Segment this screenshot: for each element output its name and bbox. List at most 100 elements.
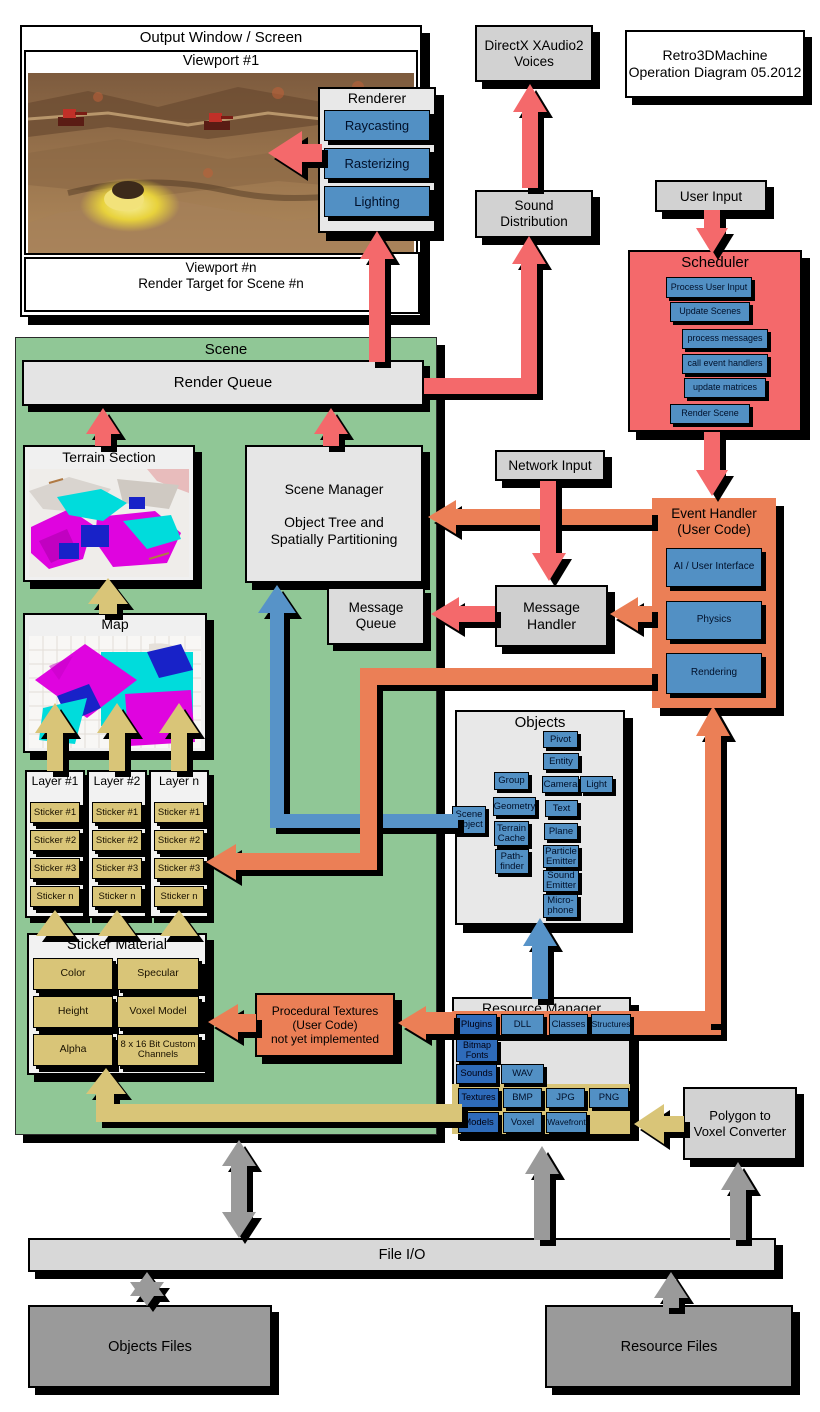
procedural-textures-label: Procedural Textures (User Code) not yet … — [270, 1003, 380, 1047]
objects-group: Group — [494, 772, 529, 790]
sticker-material-custom-channels: 8 x 16 Bit Custom Channels — [117, 1034, 199, 1066]
scheduler-process-user-input: Process User Input — [666, 277, 752, 298]
rm-bitmap-fonts: Bitmap Fonts — [456, 1039, 498, 1062]
file-io-label: File I/O — [378, 1247, 426, 1263]
rm-structures: Structures — [591, 1014, 631, 1035]
rm-png: PNG — [589, 1088, 629, 1108]
message-queue-box: Message Queue — [327, 587, 425, 645]
objects-microphone: Micro- phone — [543, 894, 578, 918]
scene-manager-label: Scene Manager Object Tree and Spatially … — [270, 480, 398, 547]
objects-light: Light — [580, 776, 613, 793]
layer-2-sticker-2: Sticker #2 — [92, 830, 142, 851]
rm-plugins: Plugins — [456, 1014, 497, 1035]
objects-geometry: Geometry — [493, 797, 536, 816]
event-handler-physics: Physics — [666, 601, 762, 640]
objects-text: Text — [545, 800, 578, 817]
tank-sprite-2 — [204, 113, 233, 130]
objects-files-box: Objects Files — [28, 1305, 272, 1388]
rm-classes: Classes — [549, 1014, 588, 1035]
objects-sound-emitter: Sound Emitter — [543, 870, 579, 892]
output-window-header: Output Window / Screen — [139, 29, 303, 46]
map-title: Map — [101, 616, 129, 632]
objects-title: Objects — [514, 714, 566, 731]
layer-2-sticker-3: Sticker #3 — [92, 858, 142, 879]
layer-n-sticker-3: Sticker #3 — [154, 858, 204, 879]
user-input-box: User Input — [655, 180, 767, 212]
rm-wavefront: Wavefront — [546, 1112, 587, 1133]
renderer-raycasting: Raycasting — [324, 110, 430, 141]
resource-files-box: Resource Files — [545, 1305, 793, 1388]
sticker-material-height: Height — [33, 996, 113, 1028]
sound-distribution-label: Sound Distribution — [500, 198, 568, 229]
terrain-section-image — [29, 469, 189, 577]
scheduler-title: Scheduler — [681, 254, 749, 271]
layer-2-sticker-n: Sticker n — [92, 886, 142, 907]
objects-plane: Plane — [544, 823, 578, 840]
procedural-textures-box: Procedural Textures (User Code) not yet … — [255, 993, 395, 1057]
rm-wav: WAV — [501, 1064, 544, 1084]
sticker-material-specular: Specular — [117, 958, 199, 990]
network-input-label: Network Input — [508, 458, 592, 473]
event-handler-ai-user-interface: AI / User Interface — [666, 548, 762, 587]
renderer-title: Renderer — [347, 90, 407, 106]
layer-1-sticker-3: Sticker #3 — [30, 858, 80, 879]
scheduler-render-scene: Render Scene — [670, 404, 750, 424]
layer-2-title: Layer #2 — [93, 774, 141, 788]
scheduler-call-event-handlers: call event handlers — [682, 354, 768, 374]
message-handler-box: Message Handler — [495, 585, 608, 647]
layer-1-sticker-1: Sticker #1 — [30, 802, 80, 823]
objects-particle-emitter: Particle Emitter — [543, 845, 579, 868]
objects-entity: Entity — [543, 753, 579, 770]
user-input-label: User Input — [679, 188, 743, 204]
event-handler-title: Event Handler (User Code) — [671, 506, 757, 537]
terrain-section-title: Terrain Section — [62, 449, 156, 465]
scene-title: Scene — [204, 341, 248, 358]
sticker-material-voxel-model: Voxel Model — [117, 996, 199, 1028]
viewport1-label: Viewport #1 — [182, 53, 260, 69]
render-queue-label: Render Queue — [173, 374, 273, 392]
renderer-rasterizing: Rasterizing — [324, 148, 430, 179]
scene-manager-box: Scene Manager Object Tree and Spatially … — [245, 445, 423, 583]
sound-distribution-box: Sound Distribution — [475, 190, 593, 238]
layer-1-sticker-n: Sticker n — [30, 886, 80, 907]
render-queue-box: Render Queue — [22, 360, 424, 406]
layer-2-sticker-1: Sticker #1 — [92, 802, 142, 823]
directx-voices-label: DirectX XAudio2 Voices — [484, 37, 584, 69]
scheduler-update-matrices: update matrices — [684, 378, 766, 398]
layer-n-sticker-n: Sticker n — [154, 886, 204, 907]
network-input-box: Network Input — [495, 450, 605, 481]
objects-terrain-cache: Terrain Cache — [494, 821, 529, 846]
rm-models: Models — [458, 1112, 499, 1133]
layer-n-sticker-2: Sticker #2 — [154, 830, 204, 851]
rm-voxel: Voxel — [503, 1112, 542, 1133]
rm-jpg: JPG — [546, 1088, 585, 1108]
polygon-voxel-converter-label: Polygon to Voxel Converter — [693, 1108, 787, 1139]
layer-1-title: Layer #1 — [31, 774, 79, 788]
message-handler-label: Message Handler — [523, 599, 580, 632]
layer-n-sticker-1: Sticker #1 — [154, 802, 204, 823]
scheduler-process-messages: process messages — [682, 329, 768, 349]
sticker-material-color: Color — [33, 958, 113, 990]
tank-sprite-1 — [58, 109, 87, 126]
objects-pathfinder: Path- finder — [495, 849, 529, 874]
objects-files-label: Objects Files — [108, 1338, 192, 1355]
layer-1-sticker-2: Sticker #2 — [30, 830, 80, 851]
objects-pivot: Pivot — [543, 731, 578, 748]
renderer-lighting: Lighting — [324, 186, 430, 217]
layer-n-title: Layer n — [158, 774, 200, 788]
diagram-title-box: Retro3DMachine Operation Diagram 05.2012 — [625, 30, 805, 98]
sticker-material-title: Sticker Material — [67, 937, 167, 953]
rm-dll: DLL — [501, 1014, 544, 1035]
objects-camera: Camera — [542, 776, 579, 793]
rm-bmp: BMP — [503, 1088, 542, 1108]
sticker-material-alpha: Alpha — [33, 1034, 113, 1066]
rm-sounds: Sounds — [456, 1064, 497, 1084]
directx-voices-box: DirectX XAudio2 Voices — [475, 25, 593, 82]
message-queue-label: Message Queue — [348, 600, 404, 631]
polygon-voxel-converter-box: Polygon to Voxel Converter — [683, 1087, 797, 1160]
diagram-title: Retro3DMachine Operation Diagram 05.2012 — [628, 47, 802, 80]
viewport-n-label: Viewport #n Render Target for Scene #n — [138, 260, 304, 291]
rm-textures: Textures — [458, 1088, 499, 1108]
resource-files-label: Resource Files — [620, 1338, 718, 1355]
